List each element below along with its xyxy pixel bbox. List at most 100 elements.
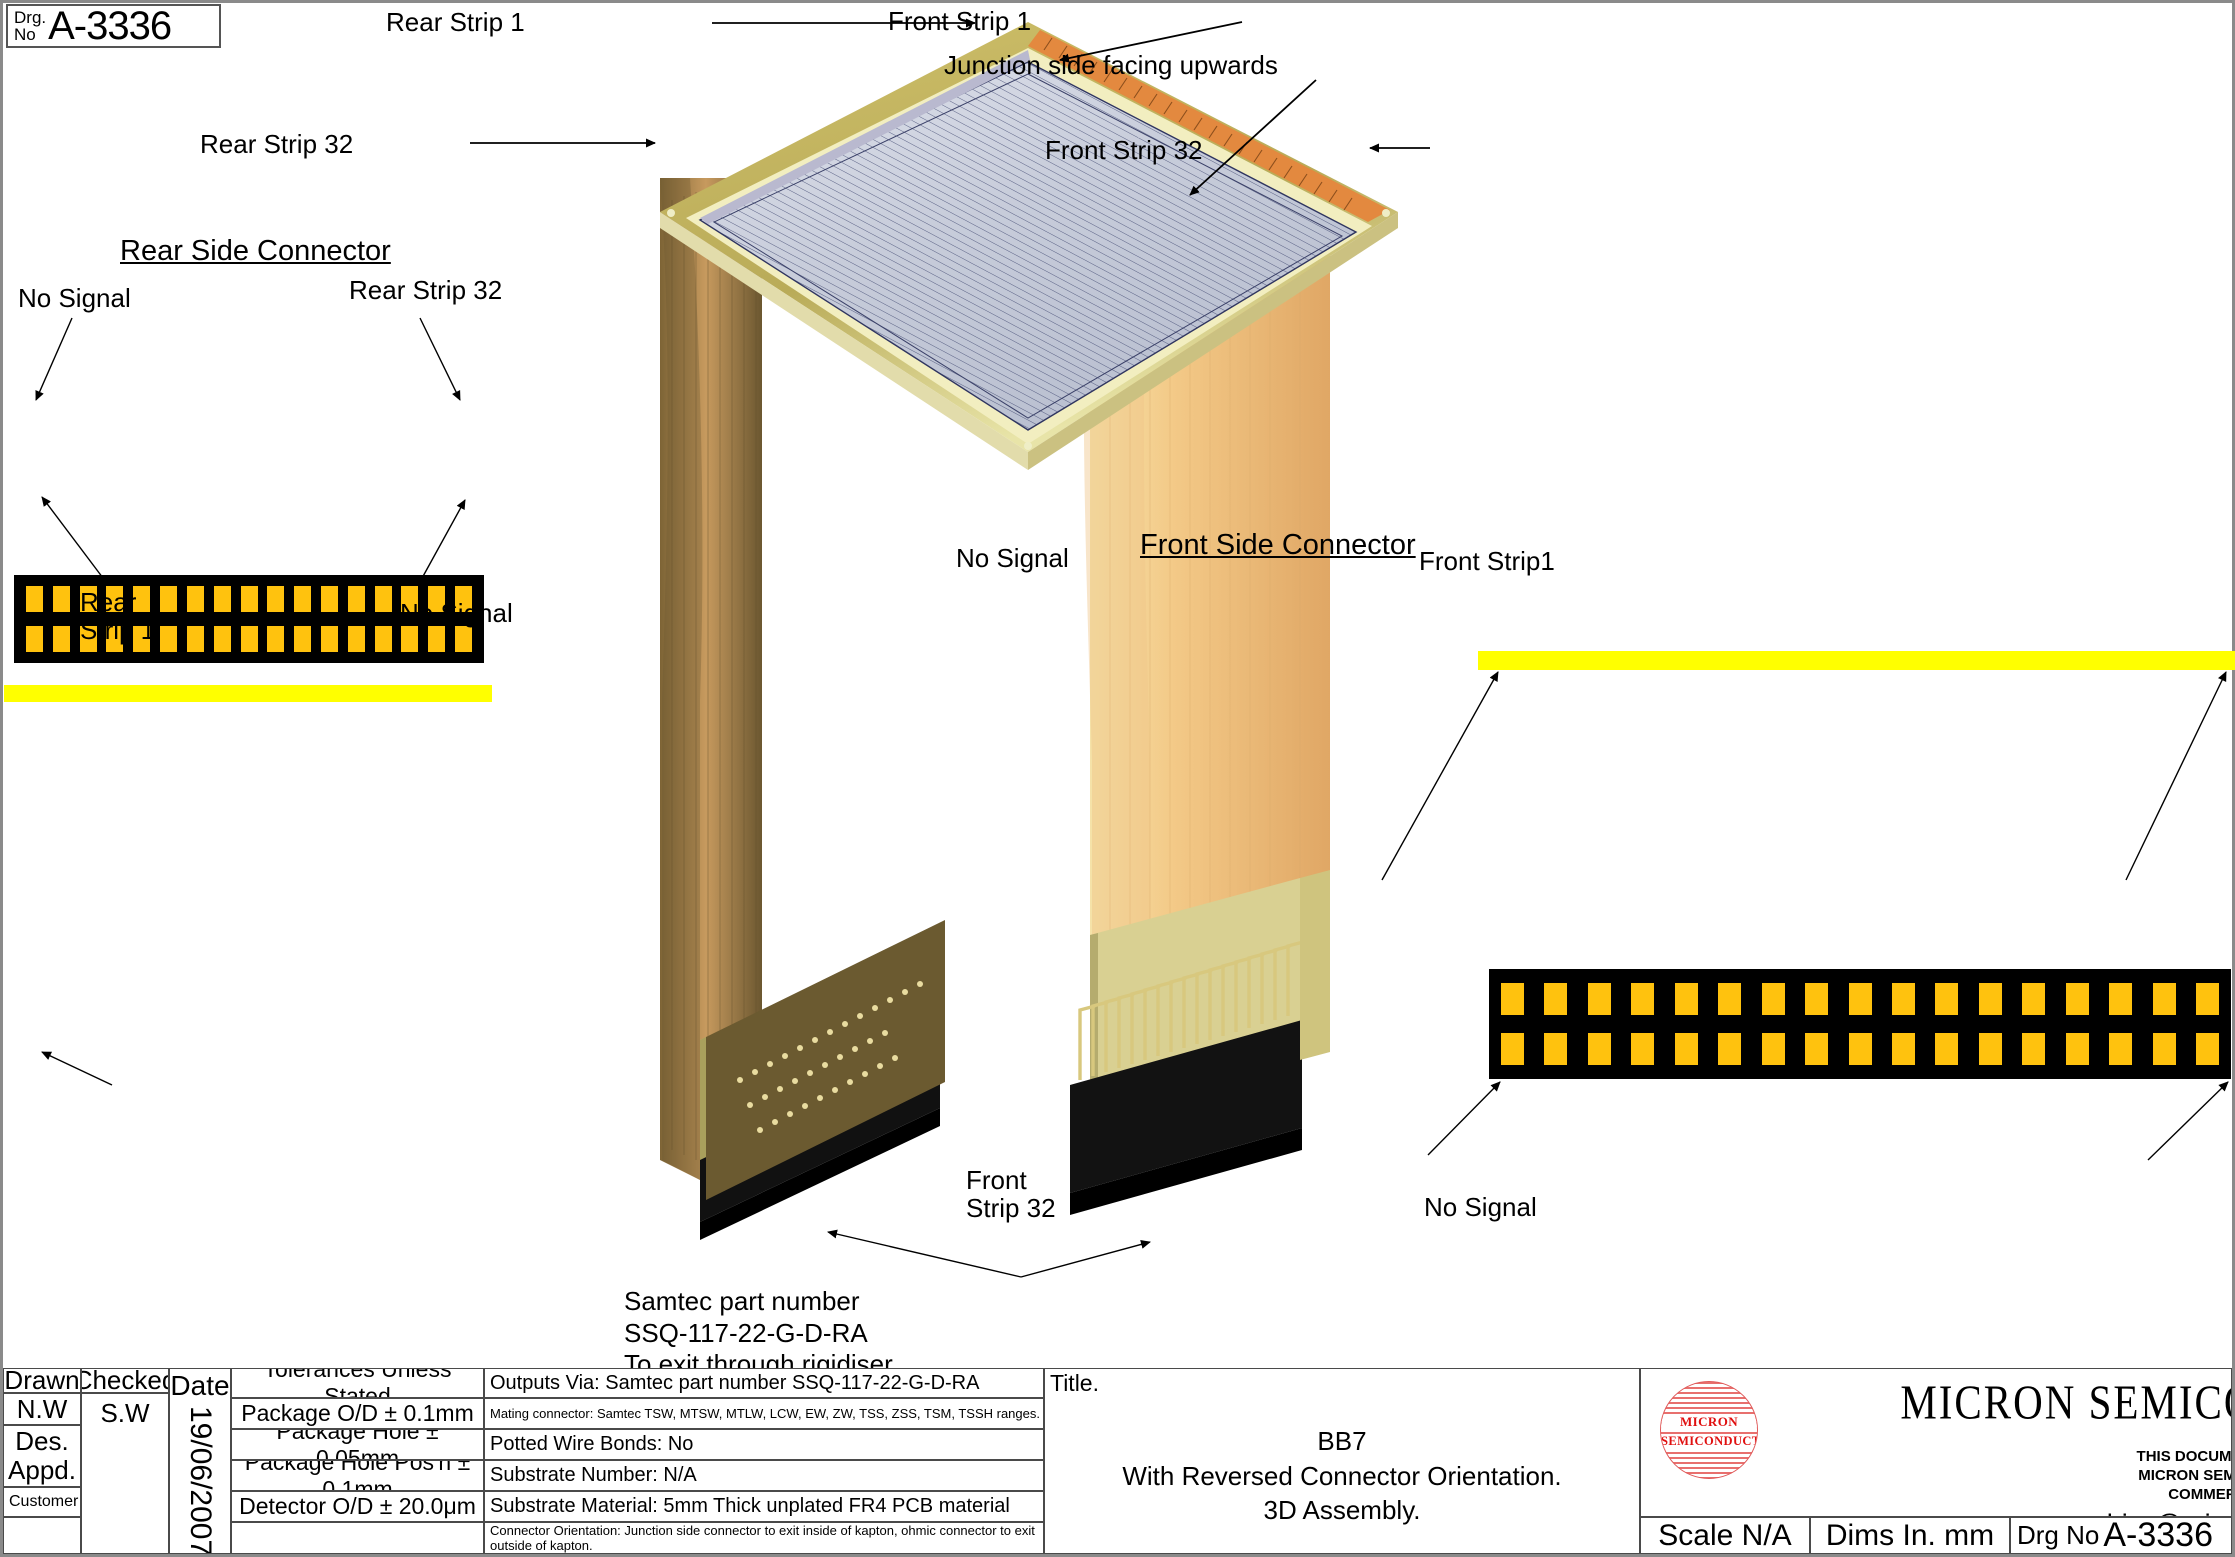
drawing-number-box: Drg. No A-3336 bbox=[6, 4, 221, 48]
pin bbox=[2065, 1033, 2089, 1065]
pin bbox=[2022, 983, 2046, 1015]
tb-drawn-label: Drawn bbox=[3, 1368, 81, 1393]
drg-label-line2: No bbox=[14, 24, 36, 44]
tb-date-value: 19/06/2007 bbox=[184, 1406, 217, 1554]
pin bbox=[1587, 1033, 1611, 1065]
tb-tolerance-4: Detector O/D ± 20.0μm bbox=[231, 1491, 484, 1522]
pin bbox=[1674, 983, 1698, 1015]
pin bbox=[1587, 983, 1611, 1015]
pin bbox=[1631, 1033, 1655, 1065]
callout-front-strip-1: Front Strip 1 bbox=[888, 6, 1032, 36]
front-connector-strip-1-label: Front Strip1 bbox=[1419, 546, 1555, 576]
tb-drgno-value: A-3336 bbox=[2103, 1517, 2213, 1554]
samtec-part-note: Samtec part number SSQ-117-22-G-D-RA To … bbox=[624, 1286, 899, 1380]
rear-connector-no-signal-bottom: No Signal bbox=[400, 598, 513, 628]
pin bbox=[26, 626, 43, 652]
pin bbox=[1935, 1033, 1959, 1065]
tb-date-label: Date bbox=[170, 1370, 230, 1401]
pin bbox=[240, 586, 258, 612]
pin bbox=[267, 586, 285, 612]
tb-note-mating: Mating connector: Samtec TSW, MTSW, MTLW… bbox=[484, 1398, 1044, 1429]
pin bbox=[374, 626, 392, 652]
tb-scale: Scale N/A bbox=[1640, 1517, 1810, 1554]
tb-tolerances-header: Tolerances Unless Stated bbox=[231, 1368, 484, 1398]
pin bbox=[1848, 1033, 1872, 1065]
pin bbox=[1805, 1033, 1829, 1065]
rear-connector-pin-row bbox=[14, 626, 484, 652]
front-connector-no-signal-bottom: No Signal bbox=[1424, 1192, 1537, 1222]
front-connector-title: Front Side Connector bbox=[1140, 529, 1416, 561]
tb-drawn-value: N.W bbox=[3, 1393, 81, 1425]
tb-note-substrate-number: Substrate Number: N/A bbox=[484, 1460, 1044, 1491]
pin bbox=[1761, 983, 1785, 1015]
pin bbox=[267, 626, 285, 652]
pin bbox=[52, 626, 70, 652]
tb-customer-value bbox=[3, 1517, 81, 1554]
pin bbox=[1891, 983, 1915, 1015]
pin bbox=[374, 586, 392, 612]
pin bbox=[294, 626, 312, 652]
pin bbox=[160, 626, 178, 652]
front-connector-no-signal-top: No Signal bbox=[956, 543, 1069, 573]
tb-customer-label: Customer bbox=[3, 1487, 81, 1517]
pin bbox=[428, 626, 446, 652]
pin bbox=[294, 586, 312, 612]
pin bbox=[186, 586, 204, 612]
tb-checked-label: Checked bbox=[81, 1368, 169, 1393]
tb-tolerance-2: Package Hole ± 0.05mm bbox=[231, 1429, 484, 1460]
tb-tolerance-3: Package Hole Pos'n ± 0.1mm bbox=[231, 1460, 484, 1491]
title-block: Drawn N.W Des. Appd. Customer Checked S.… bbox=[3, 1368, 2232, 1554]
pin bbox=[240, 626, 258, 652]
pin bbox=[2065, 983, 2089, 1015]
pin bbox=[52, 586, 70, 612]
pin bbox=[2152, 983, 2176, 1015]
company-email: graphics@micronsemiconductor.co.uk bbox=[1771, 1509, 2231, 1516]
pin bbox=[455, 626, 472, 652]
pin bbox=[320, 626, 338, 652]
callout-rear-strip-1: Rear Strip 1 bbox=[386, 7, 525, 37]
pin bbox=[401, 586, 419, 612]
pin bbox=[186, 626, 204, 652]
rear-connector-no-signal-top: No Signal bbox=[18, 283, 131, 313]
pin bbox=[2109, 1033, 2133, 1065]
pin bbox=[1674, 1033, 1698, 1065]
pin bbox=[401, 626, 419, 652]
pin bbox=[1935, 983, 1959, 1015]
pin bbox=[1848, 983, 1872, 1015]
tb-drgno-label: Drg No bbox=[2017, 1520, 2100, 1550]
pin bbox=[1631, 983, 1655, 1015]
front-connector-kapton-bar bbox=[1478, 651, 2235, 670]
callout-rear-strip-32-top: Rear Strip 32 bbox=[200, 129, 354, 159]
micron-logo-icon: MICRON SEMICONDUCTOR bbox=[1660, 1381, 1758, 1479]
pin bbox=[79, 586, 97, 612]
rear-connector-strip-32-label: Rear Strip 32 bbox=[349, 275, 503, 305]
pin bbox=[106, 626, 124, 652]
front-connector-strip-32-label: Front Strip 32 bbox=[966, 1165, 1056, 1224]
pin bbox=[2196, 1033, 2219, 1065]
callout-front-strip-32-top: Front Strip 32 bbox=[1045, 135, 1203, 165]
pin bbox=[1501, 983, 1524, 1015]
tb-tolerance-blank bbox=[231, 1522, 484, 1554]
rear-connector-kapton-bar bbox=[4, 685, 492, 702]
front-connector-pin-row bbox=[1489, 1033, 2231, 1065]
pin bbox=[347, 626, 365, 652]
pin bbox=[320, 586, 338, 612]
pin bbox=[1544, 983, 1568, 1015]
pin bbox=[1891, 1033, 1915, 1065]
pin bbox=[347, 586, 365, 612]
pin bbox=[2196, 983, 2219, 1015]
pin bbox=[1805, 983, 1829, 1015]
pin bbox=[1501, 1033, 1524, 1065]
tb-note-outputs: Outputs Via: Samtec part number SSQ-117-… bbox=[484, 1368, 1044, 1398]
pin bbox=[26, 586, 43, 612]
tb-note-substrate-material: Substrate Material: 5mm Thick unplated F… bbox=[484, 1491, 1044, 1522]
pin bbox=[455, 586, 472, 612]
pin bbox=[133, 626, 151, 652]
drawing-number-value: A-3336 bbox=[48, 4, 172, 48]
pin bbox=[79, 626, 97, 652]
company-name: MICRON SEMICONDUCTOR LIMITED bbox=[1900, 1375, 2231, 1430]
pin bbox=[213, 626, 231, 652]
pin bbox=[213, 586, 231, 612]
pin bbox=[1978, 1033, 2002, 1065]
